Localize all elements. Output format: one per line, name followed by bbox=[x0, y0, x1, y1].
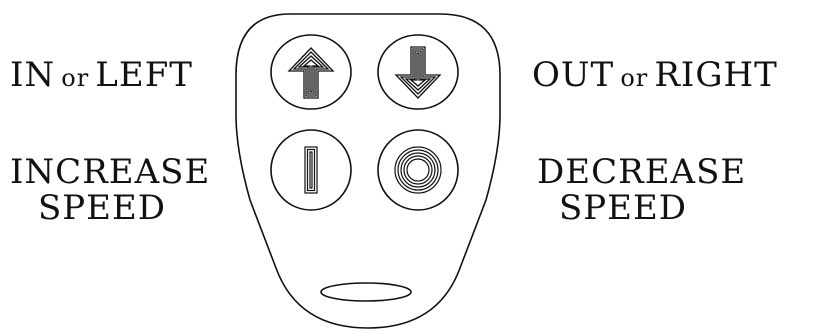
button-up-arrow[interactable] bbox=[271, 35, 351, 109]
button-down-arrow[interactable] bbox=[378, 35, 458, 109]
bottom-slot-icon bbox=[321, 283, 411, 301]
button-increase-speed[interactable] bbox=[271, 130, 351, 210]
button-decrease-speed[interactable] bbox=[378, 130, 458, 210]
